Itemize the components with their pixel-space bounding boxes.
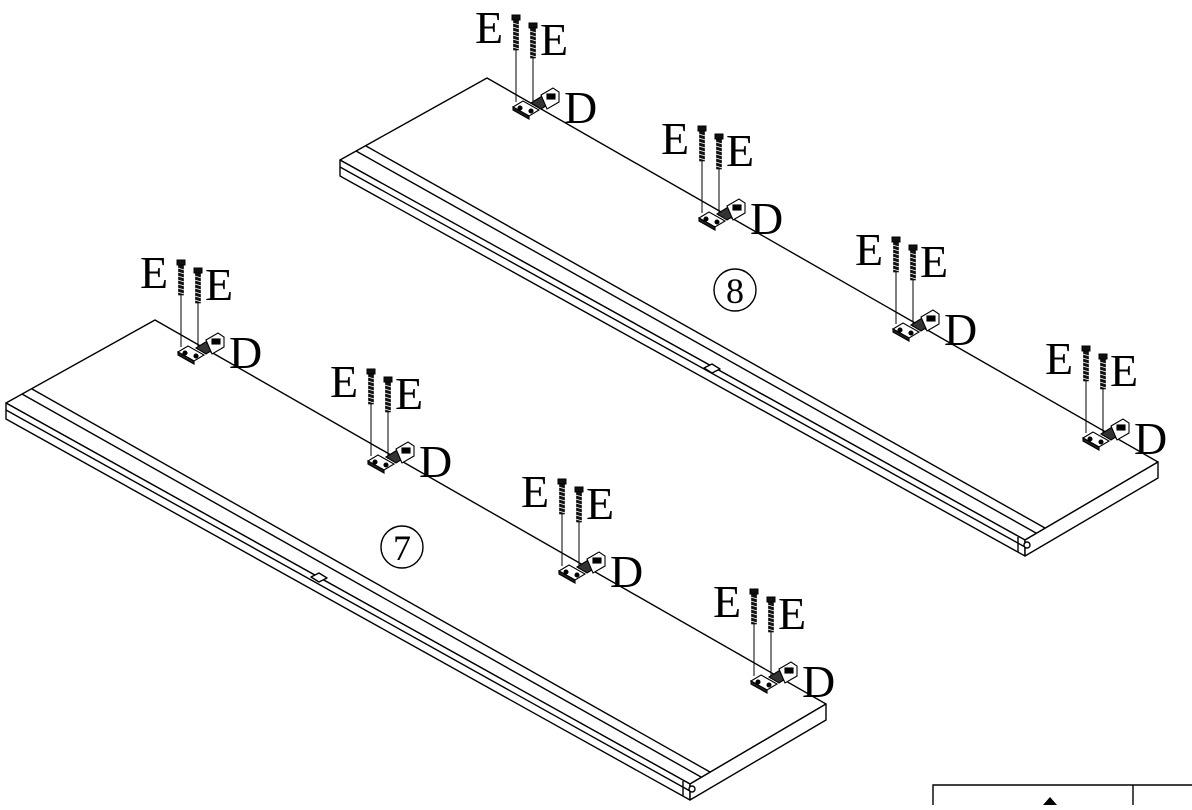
label-screw-e-left: E xyxy=(330,356,358,407)
label-screw-e-right: E xyxy=(1110,345,1138,396)
label-screw-e-left: E xyxy=(521,466,549,517)
hinge-d xyxy=(176,332,225,365)
screw-e-right xyxy=(193,267,203,350)
screw-e-right xyxy=(908,244,918,327)
label-screw-e-left: E xyxy=(475,2,503,53)
label-screw-e-left: E xyxy=(855,224,883,275)
label-screw-e-left: E xyxy=(1045,333,1073,384)
screw-e-right xyxy=(714,133,724,216)
panel-7-number-badge: 7 xyxy=(380,525,424,569)
hinge-d xyxy=(557,551,606,584)
panel-8-number-badge: 8 xyxy=(713,268,757,312)
next-step-frame xyxy=(932,784,1192,805)
label-hinge-d: D xyxy=(944,304,977,355)
screw-e-left xyxy=(557,478,567,566)
panel-8-marker xyxy=(703,363,721,374)
label-screw-e-right: E xyxy=(726,125,754,176)
panel-8-number: 8 xyxy=(726,271,744,311)
hinge-d xyxy=(891,309,940,342)
label-screw-e-right: E xyxy=(920,236,948,287)
label-screw-e-left: E xyxy=(713,576,741,627)
label-screw-e-right: E xyxy=(205,259,233,310)
hinge-d xyxy=(697,198,746,231)
label-screw-e-right: E xyxy=(778,588,806,639)
screw-e-right xyxy=(1098,353,1108,436)
screw-e-left xyxy=(511,14,521,102)
screw-e-right xyxy=(383,376,393,459)
screw-e-left xyxy=(366,368,376,456)
panel-7-marker xyxy=(310,572,328,583)
label-hinge-d: D xyxy=(1134,413,1167,464)
hinge-d xyxy=(511,87,560,120)
screw-e-left xyxy=(176,259,186,347)
panel-7-number: 7 xyxy=(393,528,411,568)
label-hinge-d: D xyxy=(802,656,835,707)
panel-8-end-edge xyxy=(1024,461,1159,557)
label-screw-e-left: E xyxy=(140,247,168,298)
screw-e-right xyxy=(574,486,584,569)
label-hinge-d: D xyxy=(750,193,783,244)
label-screw-e-right: E xyxy=(540,14,568,65)
label-screw-e-right: E xyxy=(395,368,423,419)
screw-e-left xyxy=(891,236,901,324)
panel-7-end-edge xyxy=(689,703,827,801)
screw-e-right xyxy=(528,22,538,105)
hinge-d xyxy=(749,661,798,694)
label-screw-e-left: E xyxy=(661,113,689,164)
hinge-d xyxy=(1081,418,1130,451)
panel-8 xyxy=(339,77,1159,557)
hinge-d xyxy=(366,441,415,474)
label-hinge-d: D xyxy=(419,436,452,487)
label-hinge-d: D xyxy=(610,546,643,597)
screw-e-left xyxy=(697,125,707,213)
screw-e-right xyxy=(766,596,776,679)
label-screw-e-right: E xyxy=(586,478,614,529)
label-hinge-d: D xyxy=(564,82,597,133)
label-hinge-d: D xyxy=(229,327,262,378)
screw-e-left xyxy=(749,588,759,676)
screw-e-left xyxy=(1081,345,1091,433)
